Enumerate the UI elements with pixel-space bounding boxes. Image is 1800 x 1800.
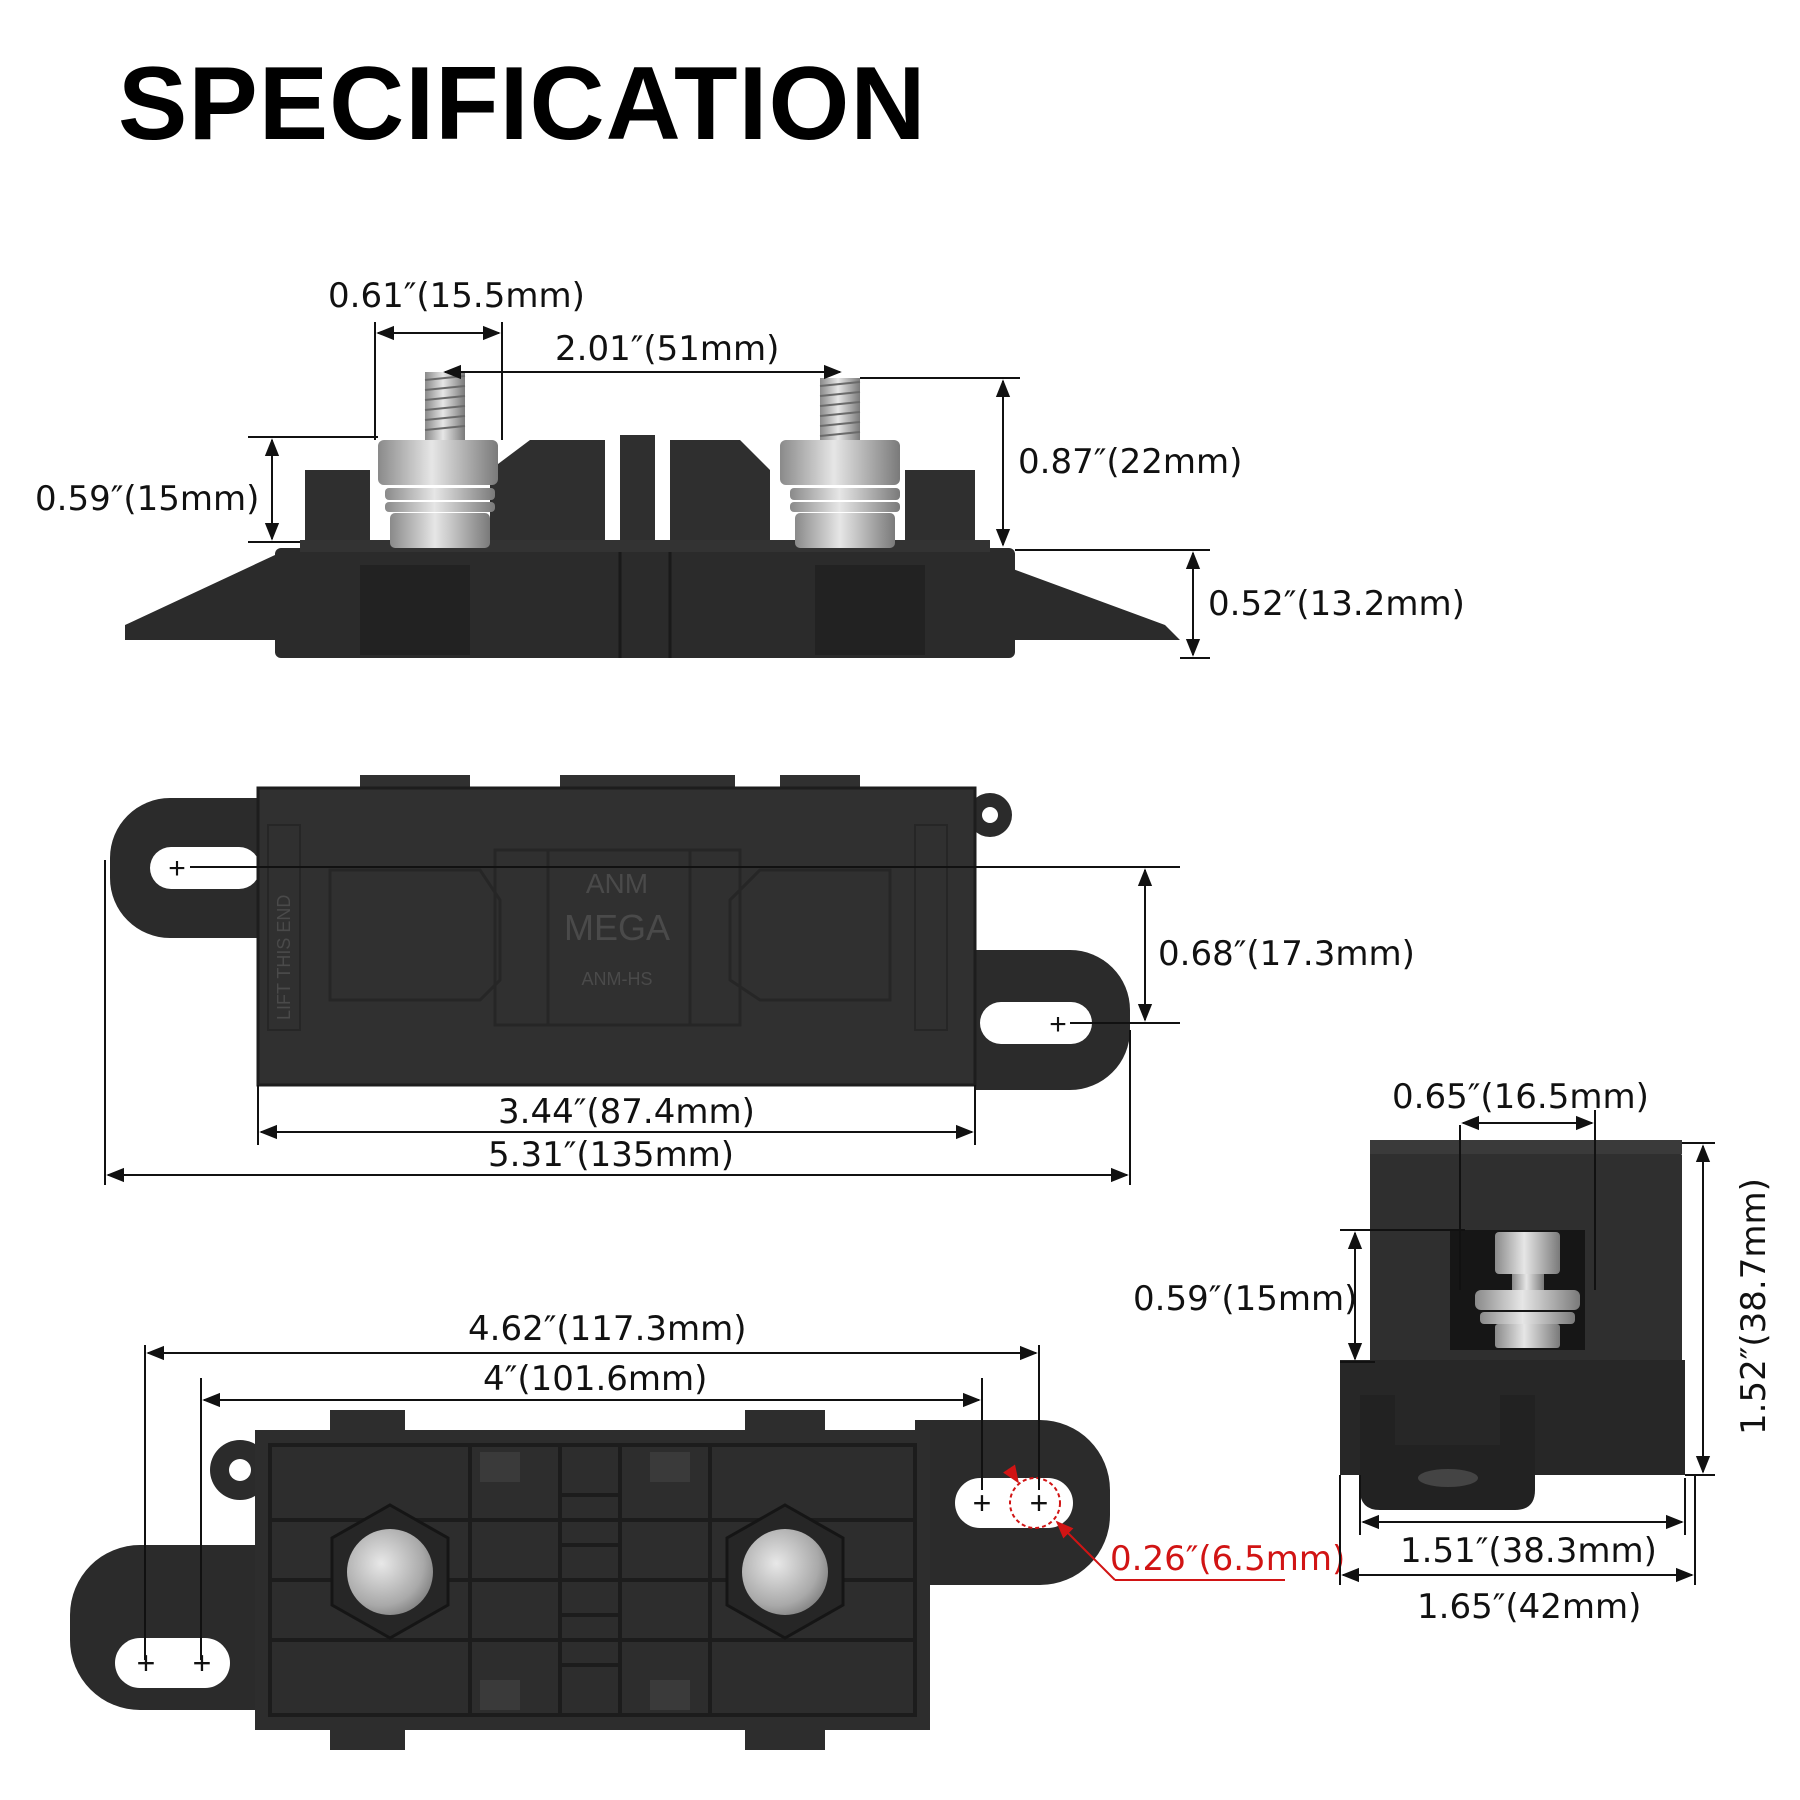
dim-stud-height: 0.59″(15mm) [35,479,259,519]
dim-slot-height: 0.59″(15mm) [1133,1279,1357,1319]
end-tab [1360,1395,1535,1510]
right-stud [780,378,900,548]
svg-text:+: + [193,1645,212,1681]
hole-diameter-marker [1009,1477,1061,1529]
embossed-anm: ANM [586,868,648,899]
embossed-mega: MEGA [564,907,670,948]
bolt-right [742,1529,828,1615]
side-base-flange [125,555,1180,640]
top-right-slot [980,1002,1092,1044]
dim-body-width: 1.51″(38.3mm) [1400,1531,1657,1571]
side-view: 0.61″(15.5mm) 2.01″(51mm) 0.59″(15mm) 0.… [35,276,1465,659]
left-stud [378,372,498,548]
dim-slot-width: 0.65″(16.5mm) [1392,1077,1649,1117]
bottom-view: + + + + 4.62″(117.3mm) 4″(101.6mm) 0.26″… [70,1309,1345,1750]
dim-base-height: 0.52″(13.2mm) [1208,584,1465,624]
dim-stud-top-height: 0.87″(22mm) [1018,442,1242,482]
dim-inner-span: 4″(101.6mm) [483,1359,707,1399]
top-view: ANM MEGA ANM-HS LIFT THIS END + + 0.68″(… [104,775,1415,1185]
top-cover [258,775,975,1085]
page-title: SPECIFICATION [118,46,927,162]
dim-base-width: 1.65″(42mm) [1417,1587,1641,1627]
dim-total-length: 5.31″(135mm) [488,1135,734,1175]
svg-text:+: + [973,1485,992,1521]
left-hole-mark: + [168,852,186,885]
svg-text:+: + [137,1645,156,1681]
embossed-anm-hs: ANM-HS [582,969,653,989]
end-view: 0.65″(16.5mm) 0.59″(15mm) 1.52″(38.7mm) … [1133,1077,1774,1627]
dim-outer-span: 4.62″(117.3mm) [468,1309,747,1349]
side-upper-housing [305,435,975,548]
dim-stud-width: 0.61″(15.5mm) [328,276,585,316]
svg-text:+: + [1030,1485,1049,1521]
dim-body-length: 3.44″(87.4mm) [498,1092,755,1132]
dim-hole-diameter: 0.26″(6.5mm) [1110,1539,1345,1579]
dim-total-height: 1.52″(38.7mm) [1734,1178,1774,1435]
dim-stud-spacing: 2.01″(51mm) [555,329,779,369]
dim-hole-offset: 0.68″(17.3mm) [1158,934,1415,974]
right-hole-mark: + [1049,1008,1067,1041]
embossed-lift-this-end: LIFT THIS END [274,895,294,1020]
bolt-left [347,1529,433,1615]
